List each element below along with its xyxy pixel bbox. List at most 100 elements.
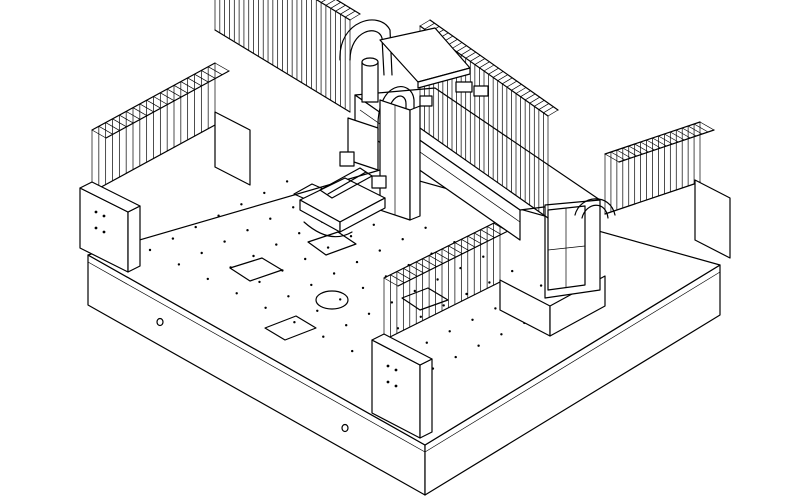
front-x-bellows-pleat-top-9 <box>460 48 472 56</box>
table-hole-32 <box>275 243 278 246</box>
table-hole-37 <box>419 315 422 318</box>
table-hole-44 <box>355 260 359 264</box>
rear-x-bellows-pleat-top-28 <box>349 13 361 21</box>
rear-x-bellows-pleat-top-25 <box>335 4 346 12</box>
tool-arm-rib <box>327 171 367 195</box>
connector-1 <box>455 81 473 93</box>
end-block-right-front-top <box>371 333 433 366</box>
table-hole-27 <box>396 327 400 330</box>
front-x-bellows-pleat-top-22 <box>520 90 531 98</box>
table-hole-33 <box>304 257 307 261</box>
front-x-bellows-pleat-top-1 <box>424 22 435 30</box>
table-hole-12 <box>229 266 232 269</box>
right-y-bellows-pleat-top-7 <box>428 255 444 264</box>
front-x-bellows-pleat-top-21 <box>515 87 527 94</box>
granite-base <box>87 169 721 496</box>
table-hole-31 <box>246 229 249 232</box>
table-hole-38 <box>448 330 451 333</box>
table-hole-39 <box>477 344 480 347</box>
z-motor-cap <box>361 57 379 67</box>
table-hole-13 <box>258 280 261 284</box>
table-hole-26 <box>367 312 371 315</box>
z-axis-carriage <box>299 19 471 238</box>
table-hole-46 <box>413 289 416 293</box>
table-hole-25 <box>339 298 342 301</box>
end-block-right-front-side <box>419 358 433 439</box>
connector-3 <box>419 95 433 107</box>
table-hole-40 <box>240 203 243 206</box>
block-bolt-4 <box>386 364 390 368</box>
table-hole-47 <box>442 304 445 307</box>
table-hole-1 <box>177 263 181 266</box>
front-x-bellows-pleat-top-24 <box>529 96 540 104</box>
right-y-bellows-pleat-top-11 <box>454 242 470 251</box>
right-y-bellows-base-edge <box>383 281 501 341</box>
table-hole-20 <box>194 225 197 229</box>
right-y-bellows-pleat-top-13 <box>467 235 482 245</box>
x-axis-bellows-covers <box>214 0 559 219</box>
table-hole-63 <box>372 223 375 226</box>
table-slot-3 <box>401 287 449 311</box>
table-hole-50 <box>263 191 266 195</box>
table-hole-11 <box>200 251 203 255</box>
table-hole-10 <box>171 237 175 240</box>
right-y-bellows-pleat-top-6 <box>422 258 437 267</box>
cable-loop-rear-inner <box>349 30 385 76</box>
rear-y-bellows-base-edge <box>604 181 701 215</box>
carriage-mount-plate-edge <box>417 67 471 89</box>
front-x-bellows-pleat-top-28 <box>547 109 559 117</box>
z-motor <box>361 61 379 103</box>
front-x-bellows-pleat-top-25 <box>534 100 545 107</box>
front-x-bellows-pleat-top-16 <box>492 71 504 78</box>
cable-connectors <box>419 81 616 219</box>
table-hole-75 <box>482 255 485 258</box>
base-top-chamfer-left <box>87 261 426 453</box>
right-y-bellows-pleat-top-1 <box>390 274 405 284</box>
connector-2 <box>473 85 489 97</box>
block-bolt-7 <box>394 384 398 388</box>
table-hole-56 <box>436 278 439 281</box>
table-hole-67 <box>488 281 491 284</box>
table-hole-6 <box>322 335 325 338</box>
rear-x-bellows-pleat-top-26 <box>340 7 351 15</box>
front-x-bellows-pleat-top-26 <box>538 103 550 110</box>
table-hole-34 <box>332 272 336 275</box>
rear-x-bellows-base-edge <box>214 29 351 113</box>
left-y-bellows-top-edge <box>91 62 216 131</box>
rear-x-bellows-top-edge <box>315 0 351 21</box>
table-hole-16 <box>345 324 348 327</box>
right-y-bellows-pleat-top-2 <box>396 271 412 280</box>
end-block-bolt-holes <box>94 210 398 388</box>
rear-cable-loop-inner <box>581 204 609 219</box>
y-axis-bellows-covers <box>91 62 715 341</box>
front-x-bellows-pleat-top-15 <box>488 67 499 75</box>
table-hole-49 <box>500 333 503 336</box>
table-hole-3 <box>235 292 238 295</box>
right-y-bellows-back-edge <box>397 227 515 287</box>
table-center-bore <box>315 290 349 310</box>
table-hole-41 <box>269 217 272 220</box>
rear-y-bellows-pleat-top-15 <box>693 123 709 133</box>
front-x-bellows-pleat-top-11 <box>470 55 481 62</box>
cable-loop-front <box>377 86 415 151</box>
block-bolt-2 <box>94 226 98 230</box>
table-hole-57 <box>465 292 468 296</box>
right-y-bellows-pleat-top-14 <box>474 232 489 242</box>
right-y-bellows-top-edge <box>383 219 501 279</box>
table-hole-35 <box>361 286 365 290</box>
right-y-bellows-pleat-top-15 <box>480 229 495 238</box>
table-hole-48 <box>471 318 474 321</box>
right-y-bellows-pleat-top-12 <box>461 239 476 248</box>
rear-x-bellows-back-edge <box>335 0 361 15</box>
rear-y-bellows-back-edge <box>618 129 715 163</box>
front-x-bellows-pleat-top-8 <box>456 45 467 53</box>
table-hole-24 <box>310 283 313 287</box>
end-block-right-rear <box>694 179 731 259</box>
end-block-left-front-side <box>127 205 141 273</box>
rear-y-bellows-pleat-top-16 <box>699 121 715 131</box>
end-block-left-rear <box>214 111 251 186</box>
table-hole-28 <box>425 341 428 344</box>
table-hole-7 <box>351 349 354 353</box>
